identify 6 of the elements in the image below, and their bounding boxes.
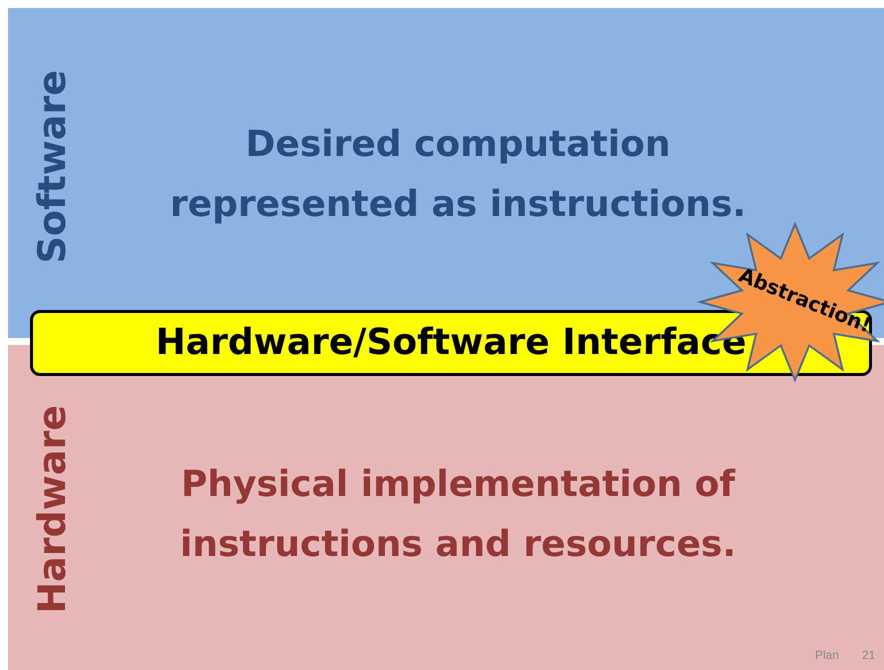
layer-description: Physical implementation of instructions and resources.: [179, 463, 737, 567]
layer-title: Hardware: [30, 405, 74, 614]
page-number: 21: [862, 648, 876, 662]
footer-text: Plan: [815, 648, 840, 662]
layer-title: Software: [30, 70, 74, 264]
layer-description: Desired computation represented as instructions.: [168, 123, 748, 227]
